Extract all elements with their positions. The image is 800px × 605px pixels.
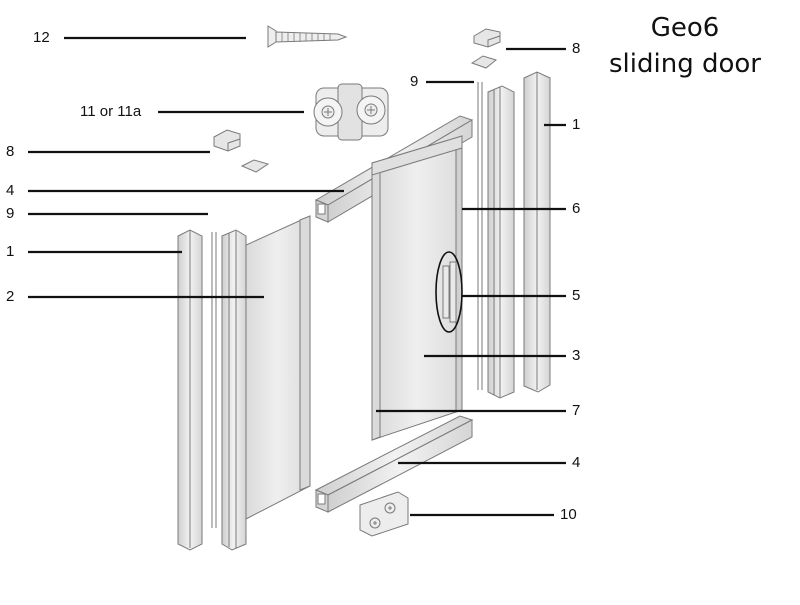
left-seal-part-9 [211,232,217,528]
left-wall-profile-part-1 [177,229,203,551]
callout-8-right: 8 [572,40,581,57]
roller-part-11 [313,83,389,141]
handle-part-5 [435,251,463,333]
bottom-track-part-4 [314,415,474,513]
callout-2: 2 [6,288,15,305]
callout-8-left: 8 [6,143,15,160]
leader-lines [28,36,566,517]
right-door-frame-part-6 [487,85,515,399]
diagram-title: Geo6 [650,13,720,43]
callout-7: 7 [572,402,581,419]
callout-11: 11 or 11a [80,103,142,120]
callout-12: 12 [33,29,50,46]
callout-4-bottom: 4 [572,454,581,471]
callout-6: 6 [572,200,581,217]
callout-1-left: 1 [6,243,15,260]
diagram-subtitle: sliding door [609,49,761,79]
callout-3: 3 [572,347,581,364]
callout-9-right: 9 [410,73,419,90]
right-wall-profile-part-1 [523,71,551,393]
callout-10: 10 [560,506,577,523]
end-cap-part-8-right [470,28,501,69]
callout-1-right: 1 [572,116,581,133]
right-seal-part-9 [477,82,483,390]
door-stop-part-10 [359,491,409,537]
fixed-panel-part-2 [243,215,311,521]
callout-9-left: 9 [6,205,15,222]
screw-part-12 [267,25,348,48]
end-cap-part-8-left [213,129,270,173]
left-frame-profile [221,229,247,551]
callout-4-top: 4 [6,182,15,199]
callout-5: 5 [572,287,581,304]
sliding-door-panel-part-3 [371,135,463,441]
